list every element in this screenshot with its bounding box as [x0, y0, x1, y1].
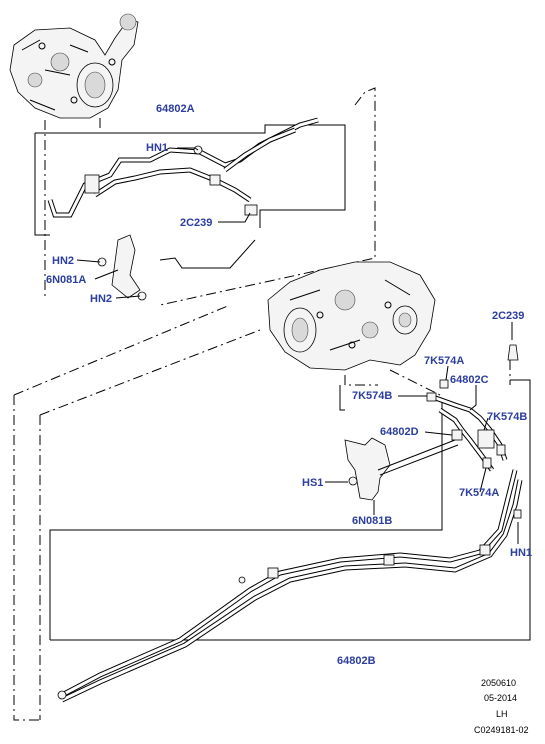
callout-7k574a-bottom: 7K574A	[459, 487, 499, 499]
callout-hn1-top: HN1	[146, 142, 168, 154]
footer-date: 05-2014	[484, 693, 517, 703]
callout-hn2-b: HN2	[90, 293, 112, 305]
callout-64802c: 64802C	[450, 374, 489, 386]
bracket-6n081b	[344, 437, 459, 501]
connector-assembly	[426, 344, 522, 519]
assembly-64802a-frame	[34, 124, 346, 236]
callout-64802b: 64802B	[337, 655, 376, 667]
callout-6n081b: 6N081B	[352, 515, 392, 527]
footer-code: 2050610	[481, 678, 516, 688]
callout-2c239-right: 2C239	[492, 310, 524, 322]
callout-7k574b-right: 7K574B	[487, 411, 527, 423]
transfer-box-illustration	[9, 13, 139, 119]
callout-hn2-a: HN2	[52, 255, 74, 267]
pipe-64802b	[57, 469, 523, 703]
leader-lines	[76, 147, 519, 544]
callout-64802a: 64802A	[156, 103, 195, 115]
callout-hn1-right: HN1	[510, 547, 532, 559]
callout-6n081a: 6N081A	[46, 274, 86, 286]
assembly-64802b-frame	[49, 379, 531, 641]
top-boundary	[13, 87, 376, 721]
callout-64802d: 64802D	[380, 426, 419, 438]
footer-side: LH	[496, 709, 508, 719]
gearbox-illustration	[267, 261, 436, 371]
footer-ref: C0249181-02	[474, 725, 529, 735]
callout-7k574a-top: 7K574A	[424, 355, 464, 367]
callout-2c239-top: 2C239	[180, 217, 212, 229]
pipe-64802a	[47, 117, 319, 218]
gearbox-leaders	[344, 360, 511, 396]
bracket-6n081a	[97, 234, 256, 301]
callout-7k574b-left: 7K574B	[352, 390, 392, 402]
callout-hs1: HS1	[302, 477, 323, 489]
